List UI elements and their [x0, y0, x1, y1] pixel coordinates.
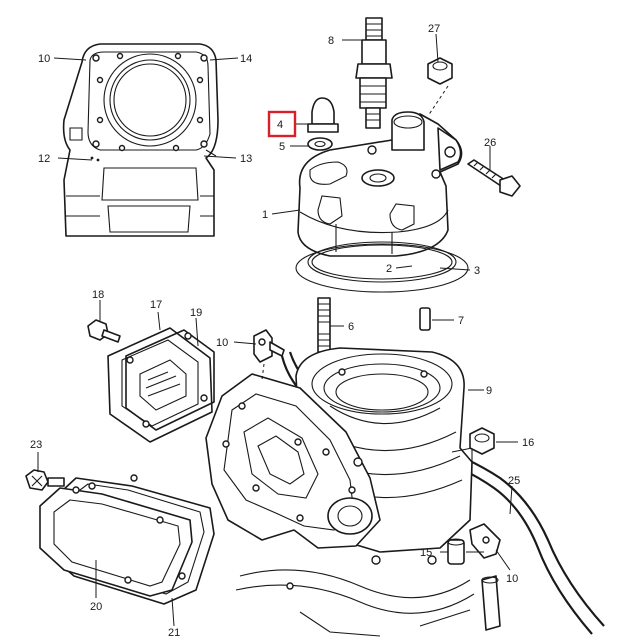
- callout-1: 1: [262, 209, 268, 221]
- callout-labels: 10 14 12 13 8 27 4 5 26 1 2 3 6 7 9 10 1…: [30, 23, 534, 639]
- callout-22: 21: [168, 627, 180, 639]
- callout-10-lower: 10: [506, 573, 518, 585]
- cylinder-inset: [62, 43, 219, 237]
- part-4-cap-nut: [307, 97, 339, 133]
- part-6-stud: [317, 297, 331, 353]
- callout-8: 8: [328, 35, 334, 47]
- callout-2: 2: [386, 263, 392, 275]
- cover-plate: [39, 474, 215, 605]
- callout-3: 3: [474, 265, 480, 277]
- callout-15: 14: [240, 53, 252, 65]
- callout-5: 5: [279, 141, 285, 153]
- callout-7: 7: [458, 315, 464, 327]
- head-gaskets: [295, 241, 469, 293]
- crankcase-intake: [205, 373, 475, 637]
- small-fitting-lower: [481, 575, 501, 631]
- callout-12: 10: [38, 53, 50, 65]
- part-16-dowel: [447, 538, 465, 565]
- part-5-washer: [307, 137, 333, 151]
- callout-13: 12: [38, 153, 50, 165]
- part-27-nut: [427, 57, 453, 85]
- callout-14: 13: [240, 153, 252, 165]
- part-17-nut: [469, 427, 495, 455]
- part-20-bolt: [87, 319, 121, 343]
- callout-6: 6: [348, 321, 354, 333]
- part-26-bolt: [467, 159, 521, 197]
- highlight-box-4: [267, 110, 297, 138]
- part-10-fitting-lower: [469, 523, 501, 559]
- callout-10-upper: 10: [216, 337, 228, 349]
- part-7-dowel: [419, 307, 431, 331]
- callout-19: 19: [190, 307, 202, 319]
- callout-18: 17: [150, 299, 162, 311]
- reed-valve: [107, 327, 215, 443]
- leader-lines: [37, 33, 518, 627]
- callout-21: 20: [90, 601, 102, 613]
- callout-25: 25: [508, 475, 520, 487]
- callout-26: 26: [484, 137, 496, 149]
- callout-4: 4: [277, 119, 283, 131]
- callout-23: 23: [30, 439, 42, 451]
- spark-plug: [355, 17, 393, 129]
- part-23-bolt: [25, 469, 65, 491]
- part-10-fitting-upper: [253, 329, 285, 363]
- callout-27: 27: [428, 23, 440, 35]
- callout-9: 9: [486, 385, 492, 397]
- callout-16: 15: [420, 547, 432, 559]
- callout-17: 16: [522, 437, 534, 449]
- cylinder-head: [297, 111, 463, 257]
- callout-20: 18: [92, 289, 104, 301]
